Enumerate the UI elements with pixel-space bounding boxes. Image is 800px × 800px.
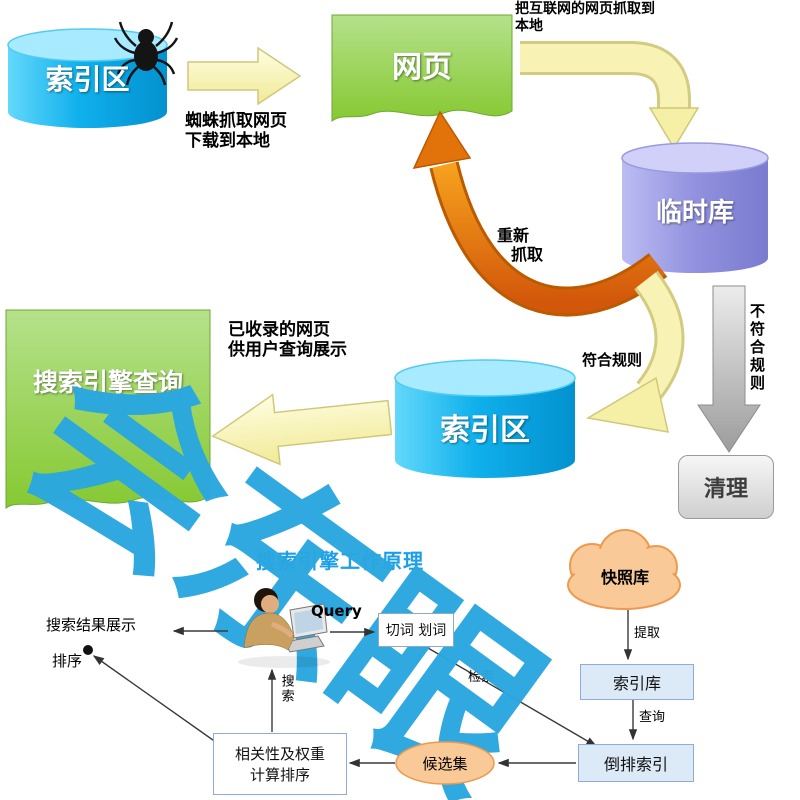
results-label-line1: 搜索结果展示 xyxy=(46,616,137,634)
inverted-index-label: 倒排索引 xyxy=(603,755,668,774)
extract-label: 提取 xyxy=(634,626,661,641)
ranking-label-line1: 相关性及权重 xyxy=(234,745,325,763)
query-note: 已收录的网页 供用户查询展示 xyxy=(228,320,347,361)
results-endpoint-dot xyxy=(83,645,93,655)
temp-db-label: 临时库 xyxy=(655,198,734,228)
snapshot-cloud-shape xyxy=(567,529,681,610)
arrow-recrawl xyxy=(412,110,668,317)
rule-fail-label: 不符合规则 xyxy=(748,303,766,393)
segmentation-box: 切词 划词 xyxy=(378,613,454,647)
bottom-section-heading: 搜索引擎工作原理 xyxy=(256,549,424,573)
crawl-note: 蜘蛛抓取网页 下载到本地 xyxy=(185,111,287,152)
arrow-rule-pass xyxy=(585,270,685,433)
webpage-label: 网页 xyxy=(392,50,452,85)
crawl-note-line2: 下载到本地 xyxy=(185,131,270,152)
temp-db-cylinder xyxy=(621,142,769,273)
cleanup-label: 清理 xyxy=(703,477,748,502)
spider-icon xyxy=(113,21,179,86)
crawl-note-line1: 蜘蛛抓取网页 xyxy=(185,111,287,131)
snapshot-label: 快照库 xyxy=(600,568,649,587)
cleanup-box: 清理 xyxy=(678,455,774,519)
segmentation-label: 切词 划词 xyxy=(385,623,447,639)
arrow-to-query-page xyxy=(211,393,393,466)
query-note-line2: 供用户查询展示 xyxy=(228,340,347,361)
index-store-label: 索引库 xyxy=(612,674,661,693)
query-note-line1: 已收录的网页 xyxy=(228,320,330,340)
lookup-label: 查询 xyxy=(639,710,666,725)
recrawl-note: 重新 抓取 xyxy=(497,226,543,264)
recrawl-note-line2: 抓取 xyxy=(511,245,544,265)
index-db-left-label: 索引区 xyxy=(45,63,130,96)
query-page-label: 搜索引擎查询 xyxy=(32,368,183,397)
candidates-ellipse xyxy=(395,741,495,785)
index-db-center-cylinder xyxy=(394,359,576,478)
query-label: Query xyxy=(311,602,362,620)
connector-segmentation-to-inverted xyxy=(427,647,598,747)
retrieve-label: 检索 xyxy=(468,670,495,685)
recrawl-note-line1: 重新 xyxy=(497,226,530,245)
candidates-label: 候选集 xyxy=(422,755,468,773)
inverted-index-box: 倒排索引 xyxy=(578,744,694,782)
connector-ranking-to-results xyxy=(92,655,221,746)
rule-pass-label: 符合规则 xyxy=(582,351,643,369)
search-label: 搜索 xyxy=(278,674,294,704)
fetch-note-line2: 本地 xyxy=(515,17,543,34)
index-db-center-label: 索引区 xyxy=(440,413,530,448)
webpage-page-shape xyxy=(331,14,513,123)
results-label-line2: 排序 xyxy=(52,652,83,670)
arrow-rule-fail xyxy=(697,285,761,453)
arrow-crawl xyxy=(187,46,302,106)
ranking-label-line2: 计算排序 xyxy=(249,766,310,784)
query-page-shape xyxy=(5,309,211,510)
index-store-box: 索引库 xyxy=(580,664,694,700)
ranking-box: 相关性及权重 计算排序 xyxy=(213,733,347,795)
arrow-to-tempdb xyxy=(520,41,700,150)
fetch-note: 把互联网的网页抓取到 本地 xyxy=(515,1,655,35)
person-computer-icon xyxy=(238,588,330,668)
fetch-note-line1: 把互联网的网页抓取到 xyxy=(515,1,655,17)
